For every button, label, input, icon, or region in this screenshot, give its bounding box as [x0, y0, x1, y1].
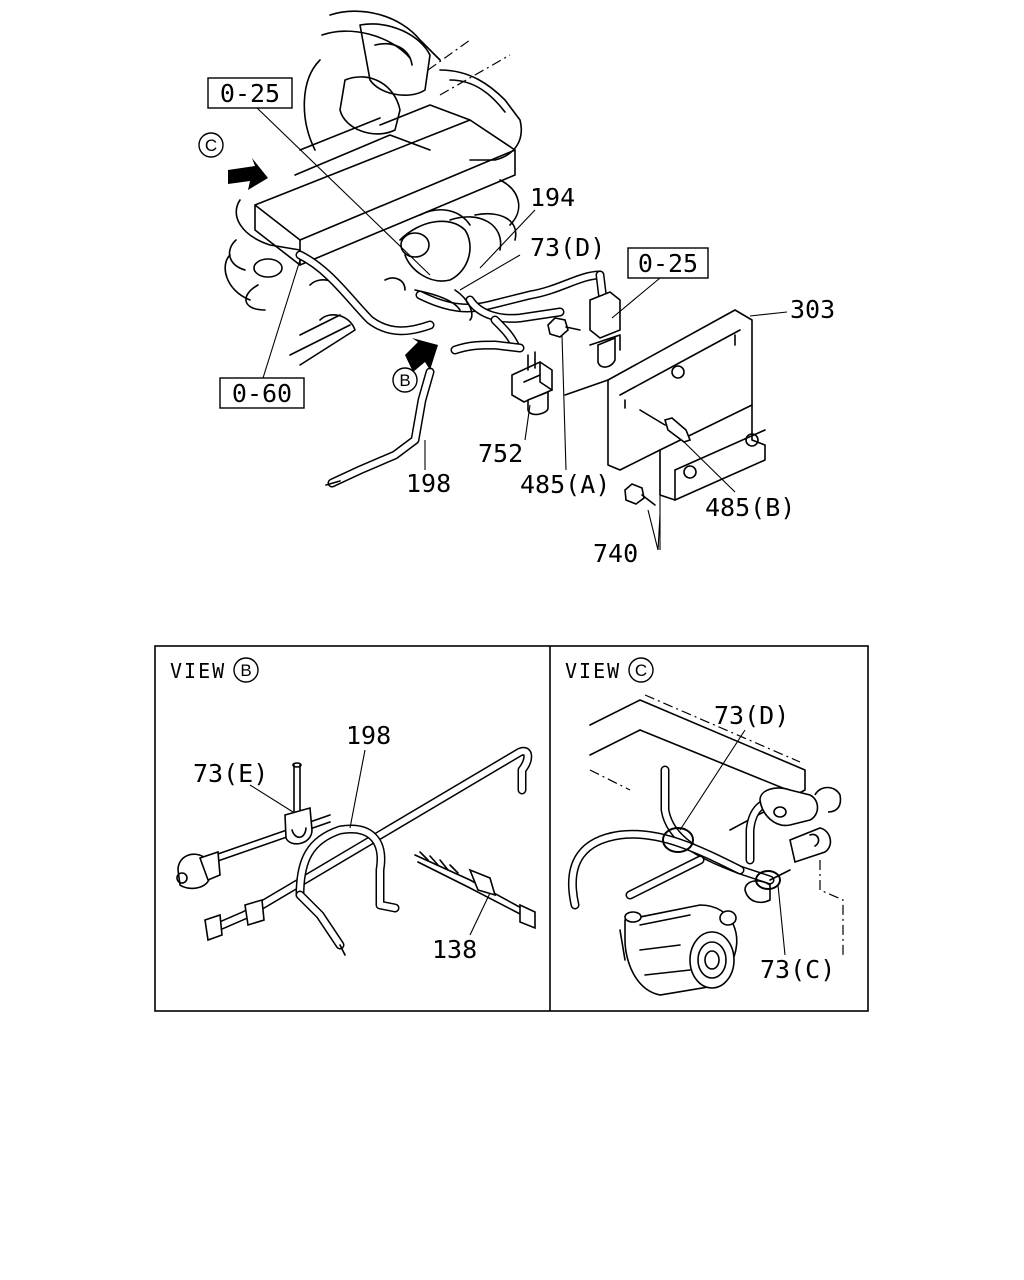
ref-box-025-right: 0-25	[627, 247, 709, 279]
view-c-label-73d: 73(D)	[714, 701, 789, 730]
svg-text:0-25: 0-25	[638, 249, 698, 278]
view-c-label-73c: 73(C)	[760, 955, 835, 984]
detail-views-frame	[154, 645, 869, 1012]
view-c-title: VIEW	[565, 659, 621, 683]
ref-box-025-top: 0-25	[207, 77, 293, 109]
pipe-198	[325, 367, 435, 488]
marker-c: C	[198, 132, 224, 158]
svg-text:0-60: 0-60	[232, 379, 292, 408]
engine-assembly	[224, 10, 522, 366]
view-b-marker: B	[240, 661, 251, 680]
view-b-label-138: 138	[432, 935, 477, 964]
view-b-label-198: 198	[346, 721, 391, 750]
view-b-label-73e: 73(E)	[193, 759, 268, 788]
view-b-title: VIEW	[170, 659, 226, 683]
label-73d-top: 73(D)	[530, 233, 605, 262]
vacuum-hoses	[295, 250, 608, 355]
label-740: 740	[593, 539, 638, 568]
bolt-740	[624, 483, 656, 506]
bolt-485a	[547, 317, 581, 338]
view-c-marker: C	[635, 661, 647, 680]
label-485b: 485(B)	[705, 493, 795, 522]
view-b-panel: VIEW B 1	[170, 657, 536, 964]
leader-lines	[254, 105, 788, 551]
bolt-485b	[639, 409, 692, 443]
svg-text:0-25: 0-25	[220, 79, 280, 108]
svg-text:C: C	[205, 136, 217, 155]
view-c-panel: VIEW C	[565, 657, 844, 996]
svg-text:B: B	[399, 371, 410, 390]
label-194: 194	[530, 183, 575, 212]
marker-b: B	[392, 367, 418, 393]
arrow-view-b	[405, 338, 438, 372]
arrow-view-c	[228, 158, 268, 190]
valve-752	[511, 351, 553, 416]
label-303: 303	[790, 295, 835, 324]
ref-box-060: 0-60	[219, 377, 305, 409]
label-485a: 485(A)	[520, 470, 610, 499]
label-752: 752	[478, 439, 523, 468]
label-198-top: 198	[406, 469, 451, 498]
bracket-303	[564, 309, 766, 501]
valve-upper	[589, 291, 621, 368]
